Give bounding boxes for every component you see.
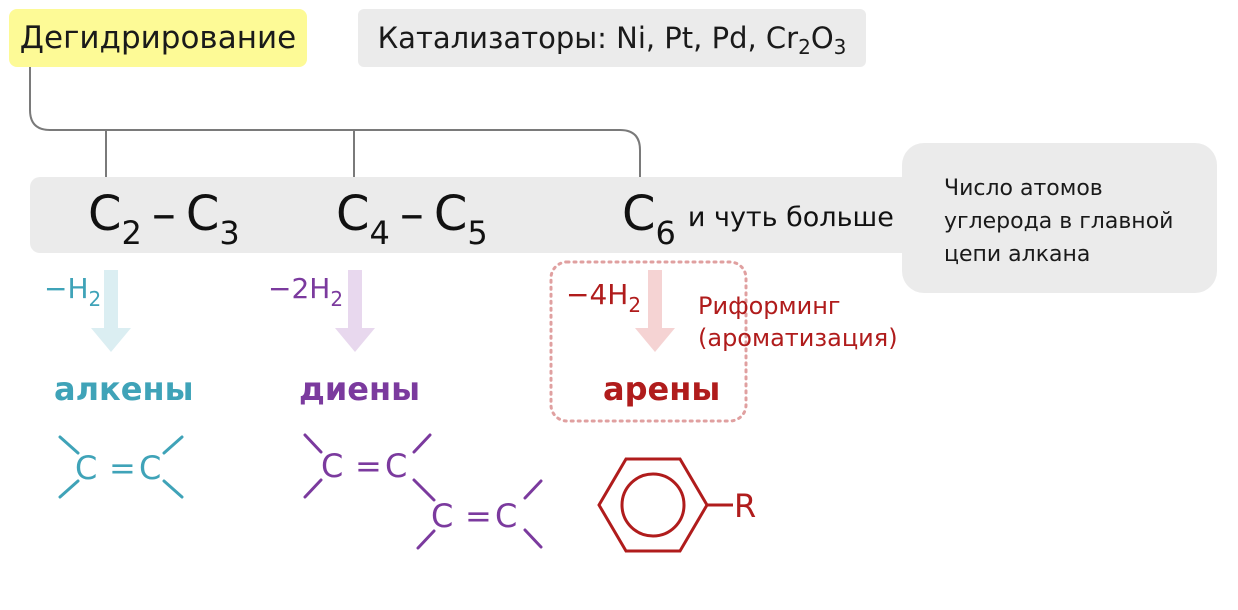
product-arenes: арены [603, 370, 721, 408]
range-1-n-first: 2 [121, 214, 142, 252]
diene-db2: = [465, 497, 492, 535]
range-c4-c5: C4–C5 [336, 184, 488, 252]
range-c6: C6 и чуть больше [622, 184, 894, 252]
range-3-n: 6 [655, 214, 676, 252]
reforming-label: Риформинг (ароматизация) [698, 290, 898, 354]
range-2-n-first: 4 [369, 214, 390, 252]
range-2-c: C [336, 186, 370, 242]
h2-sub-1: 2 [88, 287, 102, 311]
alkene-c-left: C [75, 449, 97, 487]
catalysts-sub1: 2 [798, 35, 811, 59]
alkene-double-bond: = [109, 449, 136, 487]
reforming-note: (ароматизация) [698, 324, 898, 352]
range-3-c: C [622, 186, 656, 242]
h2-label-dienes: −2H2 [268, 272, 343, 309]
reforming-title: Риформинг [698, 292, 841, 320]
catalysts-mid: O [810, 21, 834, 55]
note-box [902, 143, 1217, 293]
range-2-c2: C [433, 186, 468, 242]
reforming-dotted-frame [549, 260, 748, 423]
h2-label-alkenes: −H2 [44, 272, 101, 309]
arrow-arenes [635, 270, 675, 352]
diene-c2: C [385, 447, 407, 485]
catalysts-sub2: 3 [833, 35, 847, 59]
product-alkenes: алкены [54, 370, 194, 408]
catalysts-box: Катализаторы: Ni, Pt, Pd, Cr2O3 [358, 9, 866, 67]
range-2-n-second: 5 [467, 214, 488, 252]
range-1-dash: – [151, 186, 176, 242]
title-text: Дегидрирование [19, 20, 297, 56]
catalysts-prefix: Катализаторы: Ni, Pt, Pd, Cr [377, 21, 799, 55]
arene-structure: R [597, 457, 756, 553]
h2-coef-2: −2H [268, 272, 331, 305]
diene-c3: C [431, 497, 453, 535]
benzene-ring [597, 457, 709, 553]
range-1-n-second: 3 [219, 214, 240, 252]
diene-c4: C [495, 497, 517, 535]
note-text: Число атомов углерода в главной цепи алк… [944, 176, 1174, 267]
arrow-alkenes [91, 270, 131, 352]
benzene-aromatic-circle [620, 472, 686, 538]
alkene-c-right: C [139, 449, 161, 487]
diene-c1: C [321, 447, 343, 485]
h2-coef-1: −H [44, 272, 89, 305]
h2-sub-2: 2 [330, 287, 344, 311]
diene-structure: C = C C = C [303, 433, 543, 550]
range-2-dash: – [399, 186, 424, 242]
benzene-r: R [734, 487, 756, 525]
range-c2-c3: C2–C3 [88, 184, 240, 252]
product-dienes: диены [299, 370, 421, 408]
title-box: Дегидрирование [9, 9, 307, 67]
alkene-structure: C = C [58, 435, 184, 499]
range-1-c: C [88, 186, 122, 242]
diene-db1: = [355, 447, 382, 485]
h2-label-arenes: −4H2 [566, 278, 641, 315]
h2-coef-3: −4H [566, 278, 629, 311]
carbon-count-band [30, 177, 930, 253]
h2-sub-3: 2 [628, 293, 642, 317]
arrow-dienes [335, 270, 375, 352]
bracket-line [29, 67, 641, 177]
range-3-tail: и чуть больше [687, 202, 894, 233]
range-1-c2: C [185, 186, 220, 242]
